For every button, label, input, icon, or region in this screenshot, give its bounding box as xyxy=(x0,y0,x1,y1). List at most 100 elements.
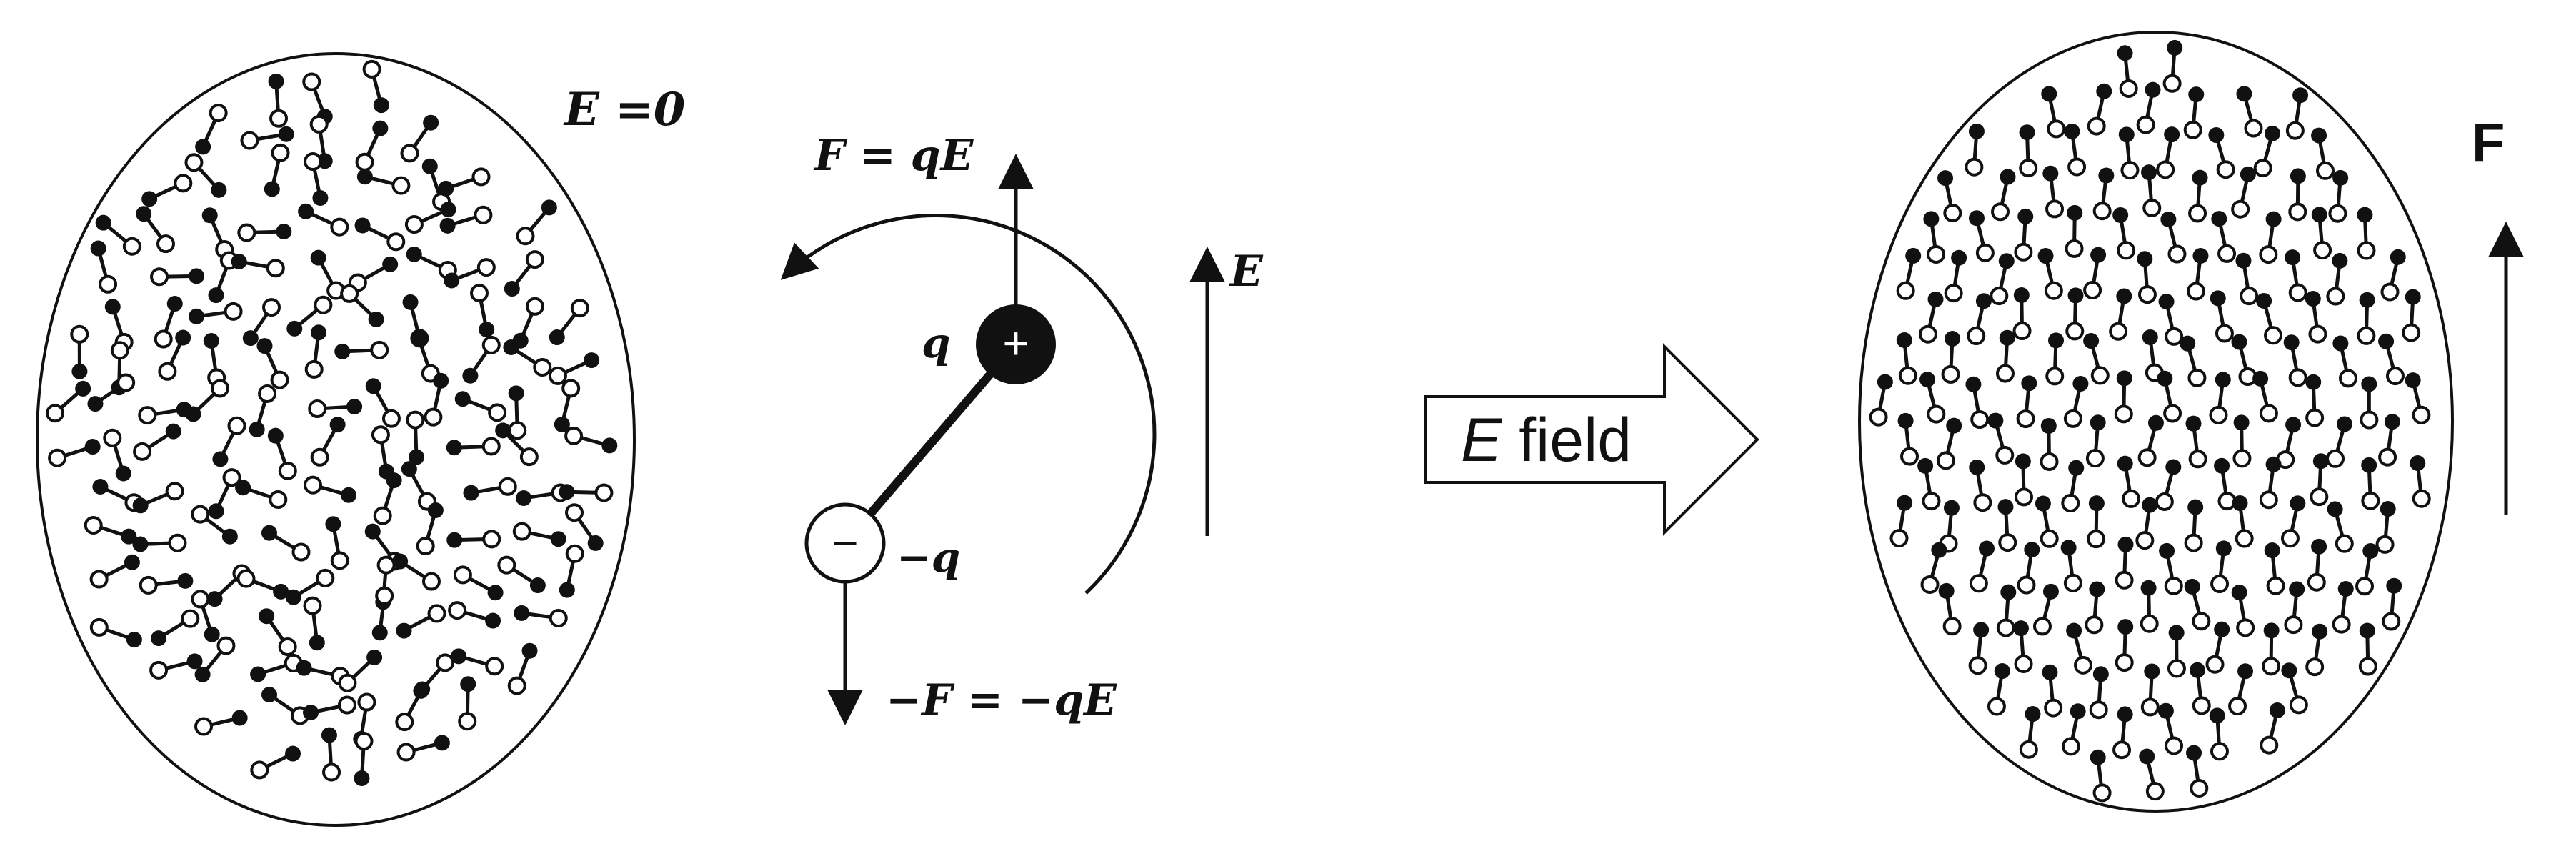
dipole xyxy=(1944,249,1967,303)
right-dielectric-outline xyxy=(1858,31,2454,813)
dipole xyxy=(304,324,327,379)
dipole xyxy=(356,169,411,195)
dipole xyxy=(2183,86,2205,139)
dipole xyxy=(2231,334,2257,387)
unpolarized-dielectric xyxy=(36,52,636,827)
dipole xyxy=(338,649,383,692)
dipole xyxy=(303,475,357,503)
dipole xyxy=(2019,124,2038,178)
dipole xyxy=(1967,293,1992,346)
dipole xyxy=(2402,289,2421,342)
dipole xyxy=(2016,375,2037,429)
dipole xyxy=(310,249,346,300)
block-arrow-label: E field xyxy=(1461,406,1632,475)
dipole xyxy=(559,483,614,502)
dipole xyxy=(89,554,140,589)
dipole xyxy=(2280,495,2306,548)
left-field-label: E =0 xyxy=(563,83,685,136)
dipole xyxy=(1896,332,1917,385)
dipole xyxy=(1920,542,1947,594)
dipole xyxy=(348,256,399,292)
dipole xyxy=(1897,412,1919,466)
dipole xyxy=(84,515,137,545)
dipole xyxy=(2090,749,2112,803)
dipole xyxy=(264,143,290,197)
dipole xyxy=(2065,204,2084,258)
dipole xyxy=(2167,625,2186,678)
dipole xyxy=(2210,540,2232,594)
dipole xyxy=(2065,287,2085,341)
dipole xyxy=(286,295,333,337)
dipole xyxy=(2357,292,2376,345)
dipole xyxy=(2231,166,2256,219)
dipole xyxy=(354,732,374,786)
dipole xyxy=(304,152,329,207)
dipole xyxy=(463,477,517,501)
dipole xyxy=(308,399,363,419)
dipole xyxy=(158,329,191,381)
dipole xyxy=(2035,495,2059,548)
dipole xyxy=(46,380,91,423)
dipole xyxy=(512,297,544,349)
dipole xyxy=(2019,706,2041,759)
dipole xyxy=(2155,459,2182,511)
dipole xyxy=(298,203,349,237)
dipole xyxy=(2188,169,2208,223)
dipole xyxy=(2382,577,2402,631)
dipole xyxy=(2236,86,2263,138)
dipole xyxy=(2332,580,2354,634)
dipole xyxy=(1869,374,1893,427)
dipole xyxy=(507,642,538,695)
dipole xyxy=(2189,662,2211,715)
charge-q-label: q xyxy=(922,319,951,367)
dipole xyxy=(395,681,431,732)
dipole xyxy=(2253,125,2280,178)
charge-neg-q-label: −q xyxy=(897,533,960,582)
dipole xyxy=(2283,334,2307,387)
dipole xyxy=(2235,252,2259,306)
dipole xyxy=(334,340,389,359)
dipole xyxy=(495,422,539,467)
dipole xyxy=(70,324,89,379)
dipole xyxy=(203,332,226,387)
dipole xyxy=(451,648,504,676)
dipole xyxy=(191,590,220,642)
dipole xyxy=(470,284,495,338)
dipole xyxy=(2284,581,2305,635)
dipole xyxy=(2187,247,2209,301)
dipole xyxy=(2357,207,2376,260)
dipole xyxy=(549,299,589,346)
dipole xyxy=(2232,495,2254,548)
minus-symbol: − xyxy=(832,517,858,569)
dipole xyxy=(2042,664,2063,718)
dipole xyxy=(2180,335,2207,387)
dipole xyxy=(261,525,311,562)
dipole xyxy=(2307,538,2327,592)
dipole xyxy=(1987,663,2010,716)
dipole xyxy=(1987,412,2015,465)
dipole xyxy=(2410,455,2431,508)
dipole xyxy=(2063,376,2089,428)
dipole xyxy=(139,572,194,595)
dipole xyxy=(2114,370,2133,424)
dipole xyxy=(212,416,246,467)
dipole xyxy=(2042,165,2065,219)
dipole xyxy=(2358,622,2377,676)
dipole xyxy=(2311,127,2335,180)
dipole xyxy=(2259,211,2282,264)
dipole xyxy=(1990,253,2015,306)
dipole xyxy=(303,695,356,721)
dipole xyxy=(2041,86,2066,139)
dipole xyxy=(2115,619,2134,672)
dipole xyxy=(2060,540,2082,592)
dipole xyxy=(1896,247,1922,300)
dipole xyxy=(2117,455,2141,508)
dipole xyxy=(2378,333,2405,386)
dipole xyxy=(2208,127,2235,179)
dipole xyxy=(2045,332,2065,386)
dipole xyxy=(259,608,297,657)
dipole xyxy=(235,480,288,510)
force-bottom-label: −F = −qE xyxy=(886,675,1117,725)
dipole xyxy=(1889,495,1913,548)
dipole xyxy=(2157,370,2182,423)
